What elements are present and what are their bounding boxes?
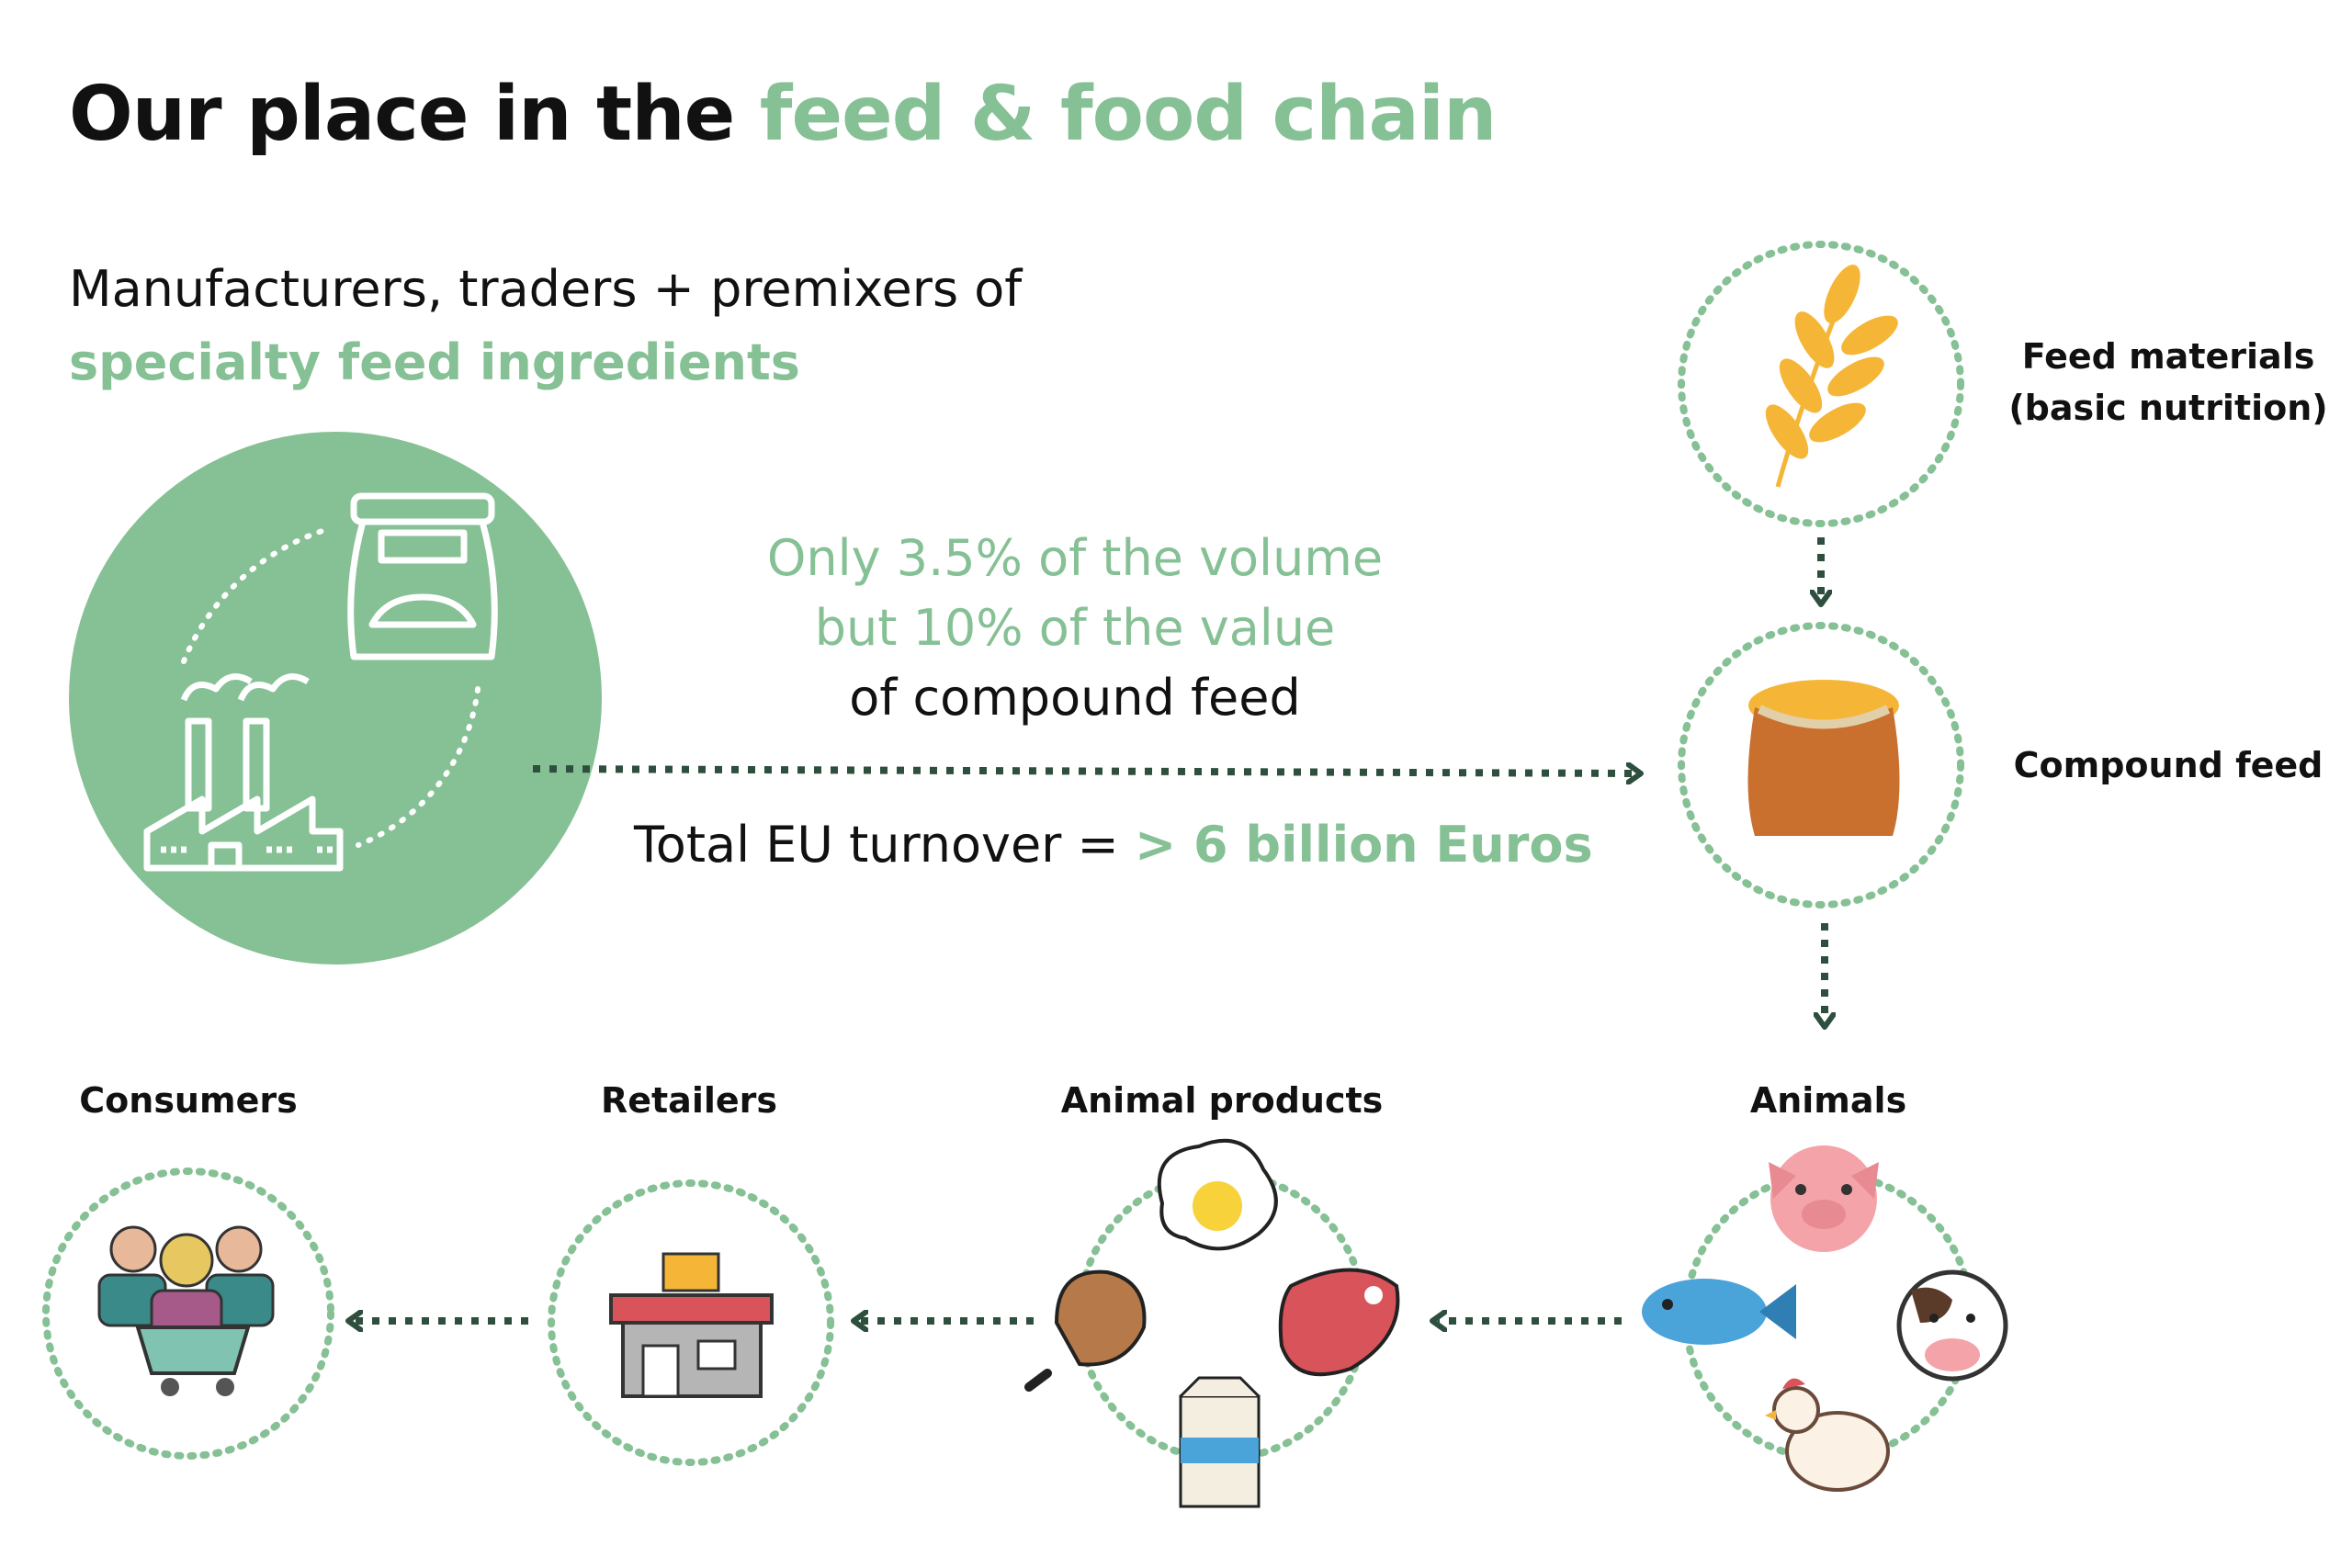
turnover: Total EU turnover = > 6 billion Euros	[634, 808, 1593, 882]
factory-icon	[143, 673, 344, 872]
fish-icon	[1642, 1279, 1796, 1345]
subtitle-line1: Manufacturers, traders + premixers of	[69, 260, 1023, 318]
steak-icon	[1278, 1268, 1400, 1377]
stat-line3: of compound feed	[849, 669, 1301, 727]
title-prefix: Our place in the	[69, 71, 735, 158]
retailers-node	[548, 1179, 834, 1466]
subtitle-line2: specialty feed ingredients	[69, 333, 800, 391]
milk-carton-icon	[1179, 1376, 1261, 1508]
feed-materials-node	[1678, 241, 1964, 527]
consumers-label: Consumers	[79, 1080, 298, 1121]
pig-icon	[1769, 1145, 1879, 1252]
retailers-label: Retailers	[600, 1080, 778, 1121]
cow-icon	[1896, 1269, 2008, 1382]
stat-line1: Only 3.5% of the volume	[766, 529, 1384, 587]
turnover-value: > 6 billion Euros	[1134, 816, 1593, 874]
title-highlight: feed & food chain	[759, 71, 1498, 158]
animals-label: Animals	[1749, 1080, 1907, 1121]
subtitle: Manufacturers, traders + premixers of sp…	[69, 253, 1022, 400]
animal-products-label: Animal products	[1060, 1080, 1384, 1121]
chicken-icon	[1765, 1378, 1890, 1492]
stat-line2: but 10% of the value	[814, 599, 1336, 657]
specialty-ingredients-circle	[69, 432, 602, 964]
consumers-node	[42, 1168, 334, 1460]
feed-sack-icon	[1747, 680, 1900, 836]
compound-feed-label: Compound feed	[2013, 745, 2324, 785]
feed-materials-label: Feed materials (basic nutrition)	[1994, 331, 2343, 434]
store-icon	[609, 1252, 774, 1398]
feed-materials-line1: Feed materials	[2021, 336, 2315, 377]
wheat-icon	[1765, 265, 1898, 488]
ingredient-bag-icon	[347, 492, 498, 660]
ham-icon	[1024, 1269, 1147, 1392]
feed-materials-line2: (basic nutrition)	[2008, 388, 2328, 428]
turnover-label: Total EU turnover =	[634, 816, 1119, 874]
compound-feed-node	[1678, 622, 1964, 908]
consumers-cart-icon	[97, 1225, 275, 1396]
main-flow-arrow	[532, 769, 1635, 773]
page-title: Our place in the feed & food chain	[69, 71, 1498, 158]
egg-icon	[1157, 1138, 1278, 1251]
